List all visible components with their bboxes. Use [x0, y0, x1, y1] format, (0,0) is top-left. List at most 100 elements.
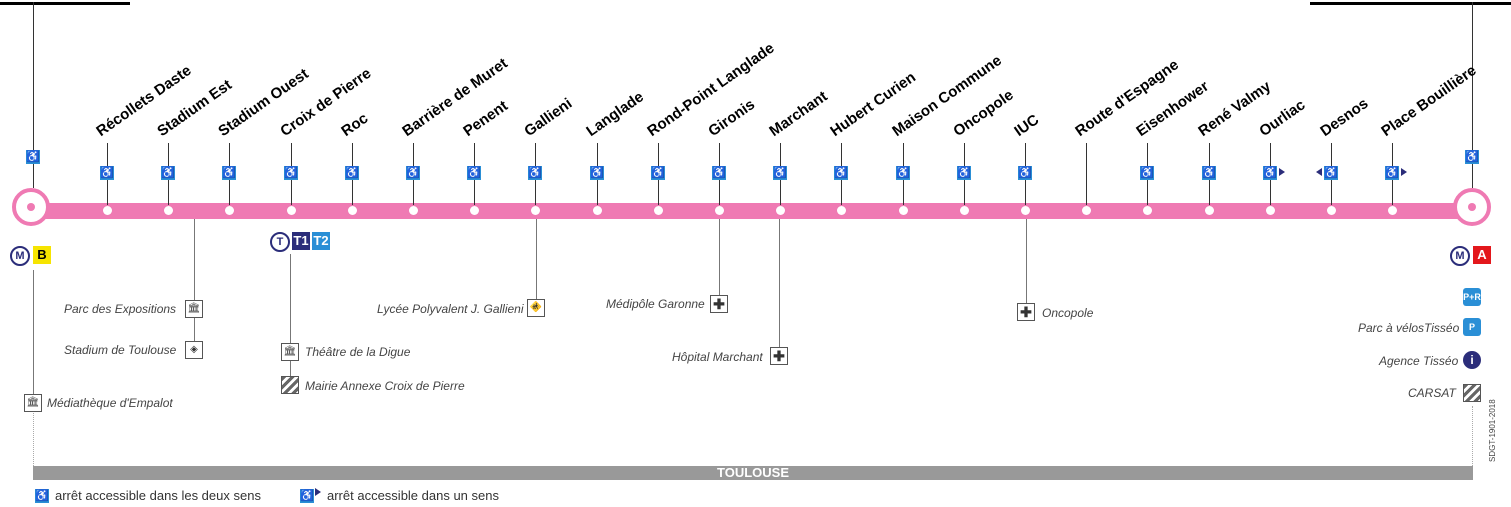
stop-stem: [1086, 143, 1087, 205]
poi-stem-gallieni: [536, 219, 537, 304]
stop-name[interactable]: Maison Commune: [889, 51, 1005, 140]
metro-icon-right: M: [1450, 246, 1470, 266]
right-terminus-accessible-icon: ♿: [1465, 150, 1479, 164]
line-track: [33, 203, 1473, 219]
tram-t1-badge: T1: [292, 232, 310, 250]
right-terminus-stem: [1472, 2, 1473, 188]
accessible-icon: ♿: [1018, 166, 1032, 180]
accessible-icon: ♿: [1140, 166, 1154, 180]
accessible-icon: ♿: [161, 166, 175, 180]
stop-name[interactable]: Roc: [338, 109, 372, 140]
stop-dot[interactable]: [348, 206, 357, 215]
dotted-right: [1472, 406, 1473, 466]
document-code: SDGT-1901-2018: [1488, 399, 1497, 462]
stop-dot[interactable]: [531, 206, 540, 215]
stop-dot[interactable]: [287, 206, 296, 215]
stop-name[interactable]: Langlade: [583, 88, 647, 140]
accessible-icon: ♿: [1202, 166, 1216, 180]
direction-arrow-icon: [1279, 168, 1285, 176]
poi-stem-gironis: [719, 219, 720, 304]
right-terminus[interactable]: [1453, 188, 1491, 226]
accessible-icon: ♿: [1324, 166, 1338, 180]
stop-dot[interactable]: [654, 206, 663, 215]
stop-dot[interactable]: [899, 206, 908, 215]
info-icon: i: [1463, 351, 1481, 369]
stop-name[interactable]: Route d'Espagne: [1072, 56, 1182, 141]
stop-dot[interactable]: [1143, 206, 1152, 215]
stop-name[interactable]: Desnos: [1317, 94, 1372, 140]
accessible-icon: ♿: [834, 166, 848, 180]
metro-line-b-badge: B: [33, 246, 51, 264]
park-and-ride-icon: P+R: [1463, 288, 1481, 306]
museum-icon: 🏛: [24, 394, 42, 412]
stop-dot[interactable]: [470, 206, 479, 215]
bike-park-icon: P: [1463, 318, 1481, 336]
accessible-icon: ♿: [712, 166, 726, 180]
legend-one: arrêt accessible dans un sens: [327, 488, 499, 503]
stop-dot[interactable]: [1082, 206, 1091, 215]
school-icon: 🚸: [527, 299, 545, 317]
stop-dot[interactable]: [164, 206, 173, 215]
stop-dot[interactable]: [1205, 206, 1214, 215]
hospital-icon: ✚: [710, 295, 728, 313]
accessible-icon: ♿: [345, 166, 359, 180]
accessible-icon: ♿: [222, 166, 236, 180]
accessible-icon: ♿: [957, 166, 971, 180]
poi-stem-stadium: [194, 219, 195, 350]
stop-dot[interactable]: [1021, 206, 1030, 215]
poi-parc-expositions: Parc des Expositions: [64, 302, 177, 316]
stop-dot[interactable]: [776, 206, 785, 215]
accessible-icon: ♿: [651, 166, 665, 180]
poi-stem-marchant: [779, 219, 780, 356]
stop-name[interactable]: IUC: [1011, 111, 1043, 140]
stop-dot[interactable]: [960, 206, 969, 215]
stop-name[interactable]: Gironis: [705, 95, 759, 140]
dotted-left: [33, 410, 34, 466]
stop-name[interactable]: Ourliac: [1256, 96, 1309, 140]
accessible-icon: ♿: [1385, 166, 1399, 180]
poi-stem-iuc: [1026, 219, 1027, 305]
stop-dot[interactable]: [103, 206, 112, 215]
stop-name[interactable]: Gallieni: [521, 94, 576, 140]
accessible-icon: ♿: [406, 166, 420, 180]
accessible-icon: ♿: [590, 166, 604, 180]
stop-dot[interactable]: [225, 206, 234, 215]
legend-both: arrêt accessible dans les deux sens: [55, 488, 261, 503]
stop-dot[interactable]: [409, 206, 418, 215]
stop-name[interactable]: Place Bouillière: [1378, 61, 1480, 140]
stop-dot[interactable]: [837, 206, 846, 215]
stadium-icon: ◈: [185, 341, 203, 359]
stop-name[interactable]: Penent: [460, 97, 511, 140]
stop-dot[interactable]: [1388, 206, 1397, 215]
accessible-one-icon: ♿: [300, 489, 314, 503]
stop-name[interactable]: Barrière de Muret: [399, 54, 511, 140]
metro-line-a-badge: A: [1473, 246, 1491, 264]
direction-arrow-icon: [1316, 168, 1322, 176]
stop-dot[interactable]: [715, 206, 724, 215]
poi-stem-left: [33, 270, 34, 394]
accessible-icon: ♿: [100, 166, 114, 180]
poi-oncopole: Oncopole: [1042, 306, 1094, 320]
accessible-icon: ♿: [1263, 166, 1277, 180]
accessible-icon: ♿: [284, 166, 298, 180]
tram-icon: T: [270, 232, 290, 252]
poi-parc-velos: Parc à vélosTisséo: [1358, 321, 1460, 335]
poi-carsat: CARSAT: [1408, 386, 1456, 400]
accessible-icon: ♿: [528, 166, 542, 180]
accessible-icon: ♿: [773, 166, 787, 180]
poi-lycee: Lycée Polyvalent J. Gallieni: [377, 302, 524, 316]
left-terminus-stem: [33, 2, 34, 188]
city-bar: TOULOUSE: [33, 466, 1473, 480]
left-terminus[interactable]: [12, 188, 50, 226]
stop-dot[interactable]: [593, 206, 602, 215]
poi-stem-croix: [290, 254, 291, 386]
poi-mairie: Mairie Annexe Croix de Pierre: [305, 379, 465, 393]
top-left-rule: [0, 2, 130, 5]
stop-dot[interactable]: [1327, 206, 1336, 215]
stop-name[interactable]: Marchant: [766, 87, 831, 140]
accessible-icon: ♿: [467, 166, 481, 180]
left-terminus-accessible-icon: ♿: [26, 150, 40, 164]
stop-dot[interactable]: [1266, 206, 1275, 215]
museum-icon: 🏛: [185, 300, 203, 318]
poi-theatre: Théâtre de la Digue: [305, 345, 411, 359]
